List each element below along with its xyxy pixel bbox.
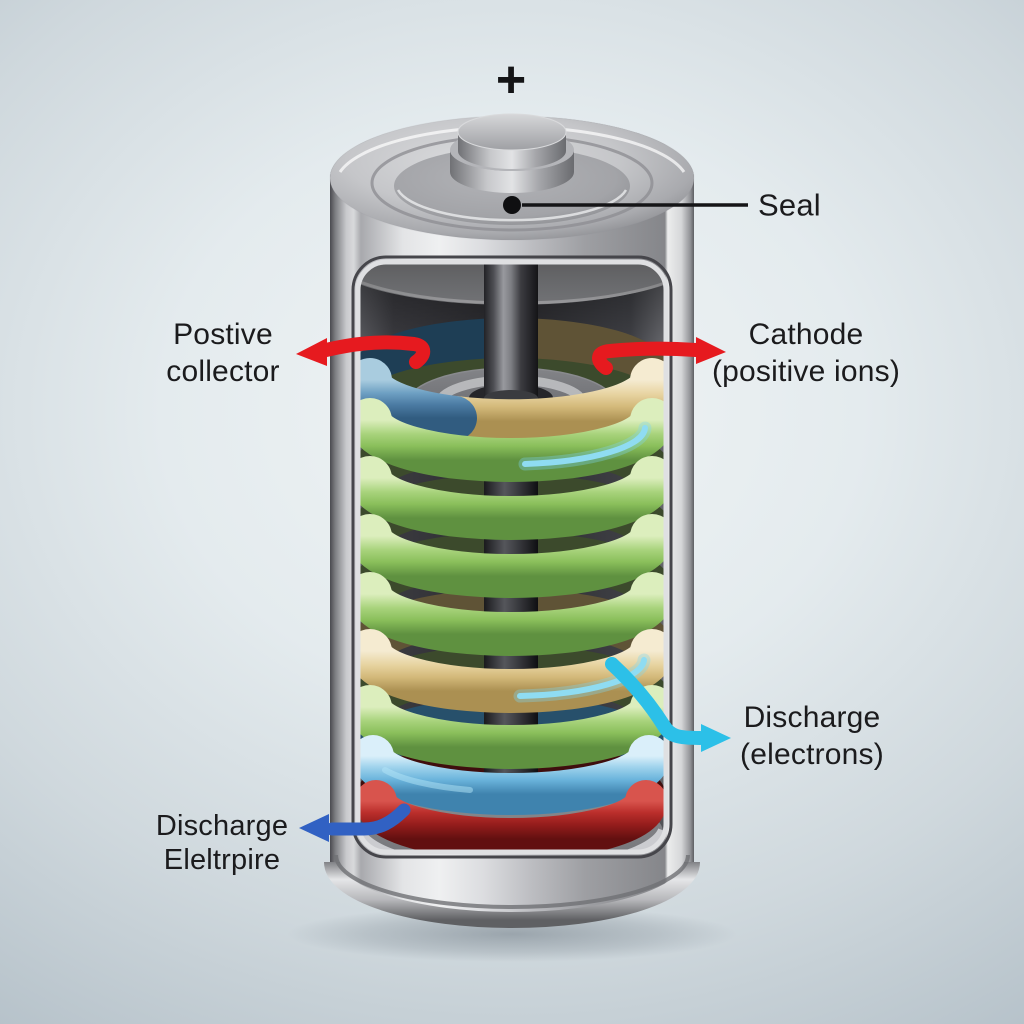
seal-label: Seal	[758, 187, 821, 224]
separator-glints	[382, 421, 652, 793]
discharge-electrolyte-label: Discharge Eleltrpire	[156, 809, 288, 877]
discharge-electrons-label: Discharge (electrons)	[740, 699, 884, 773]
positive-collector-line1: Postive	[173, 318, 273, 351]
coil-green-4	[360, 572, 664, 656]
discharge-electrolyte-line2: Eleltrpire	[163, 844, 281, 876]
discharge-electrons-line1: Discharge	[743, 701, 881, 734]
positive-collector-label: Postive collector	[166, 316, 280, 390]
floor-shadow	[287, 906, 737, 962]
coil-green-5	[360, 685, 664, 769]
positive-collector-line2: collector	[166, 355, 280, 388]
coil-cathode-tan	[433, 358, 664, 444]
arrow-positive-collector	[296, 335, 431, 369]
arrow-discharge-electrons	[605, 657, 731, 752]
bottom-cup-rim	[360, 828, 664, 850]
arrow-discharge-electrolyte	[299, 803, 411, 842]
discharge-electrons-line2: (electrons)	[740, 738, 884, 771]
jelly-roll-coils	[360, 358, 664, 850]
plus-terminal-label: +	[495, 51, 527, 109]
cathode-label: Cathode (positive ions)	[712, 316, 900, 390]
cathode-line1: Cathode	[748, 318, 864, 351]
cutaway-window-frame	[355, 259, 669, 855]
discharge-electrolyte-line1: Discharge	[155, 810, 289, 842]
positive-terminal-button	[450, 113, 574, 193]
seal-label-text: Seal	[758, 187, 821, 223]
arrow-cathode	[592, 337, 726, 375]
battery-bottom-rim	[324, 861, 700, 928]
cutaway-window-seam	[351, 255, 673, 859]
cathode-line2: (positive ions)	[711, 355, 901, 388]
coil-green-2	[360, 456, 664, 540]
battery-bottom-seam	[334, 854, 690, 909]
center-rod	[484, 264, 538, 406]
seal-callout	[503, 196, 748, 214]
seal-callout-dot	[503, 196, 521, 214]
cutaway-interior	[360, 264, 664, 850]
coil-collector-blue	[360, 358, 477, 440]
coil-green-3	[360, 514, 664, 598]
